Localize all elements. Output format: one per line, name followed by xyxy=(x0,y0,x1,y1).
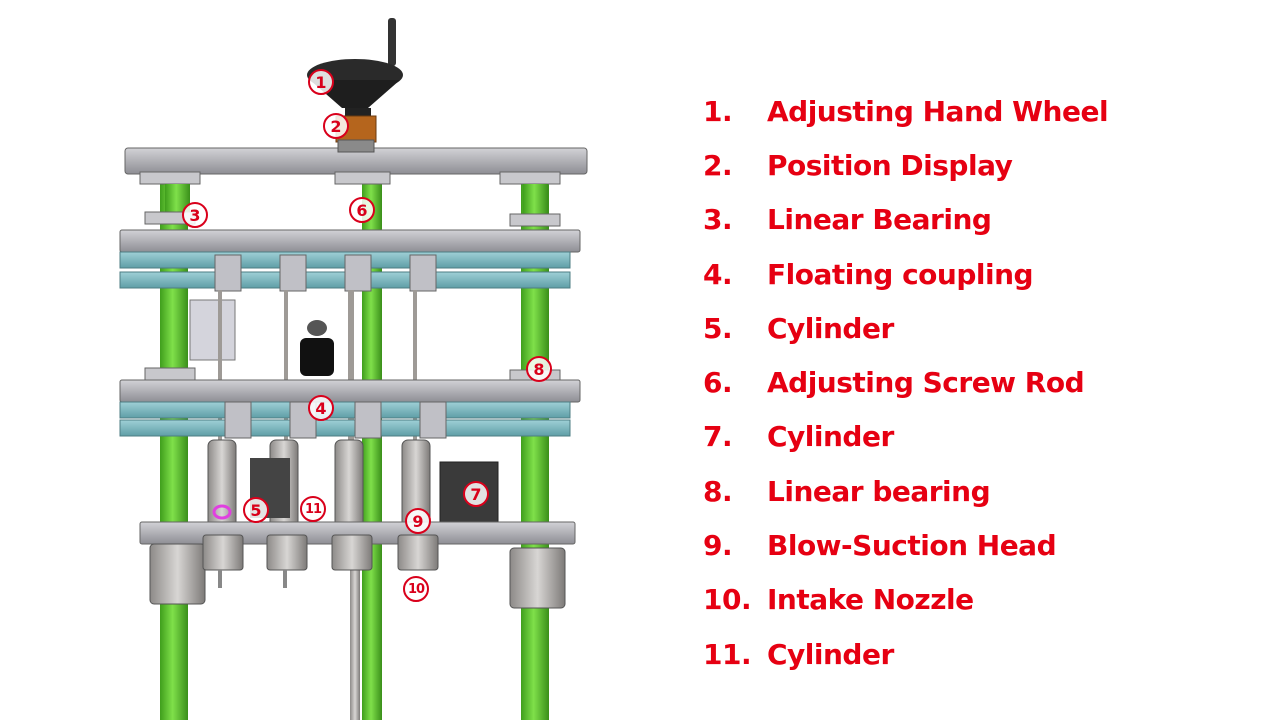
callout-8: 8 xyxy=(526,356,552,382)
legend-item: 2. Position Display xyxy=(703,138,1108,192)
legend-number: 9. xyxy=(703,529,733,563)
callout-11: 11 xyxy=(300,496,326,522)
legend-item: 7. Cylinder xyxy=(703,410,1108,464)
legend-label: Linear Bearing xyxy=(767,203,992,237)
legend-number: 2. xyxy=(703,148,733,182)
legend-number: 1. xyxy=(703,94,733,128)
callout-1: 1 xyxy=(308,69,334,95)
legend-number: 10. xyxy=(703,583,752,617)
machine-drawing xyxy=(119,18,588,720)
legend-item: 1. Adjusting Hand Wheel xyxy=(703,84,1109,138)
callout-7: 7 xyxy=(463,481,489,507)
legend-label: Linear bearing xyxy=(767,474,991,508)
legend-label: Adjusting Screw Rod xyxy=(767,366,1085,400)
legend-item: 6. Adjusting Screw Rod xyxy=(703,355,1108,409)
callout-9: 9 xyxy=(405,508,431,534)
callout-5: 5 xyxy=(243,497,269,523)
legend-item: 10. Intake Nozzle xyxy=(703,573,1108,627)
legend-number: 4. xyxy=(703,257,733,291)
legend-number: 7. xyxy=(703,420,733,454)
legend-number: 6. xyxy=(703,366,733,400)
callout-4: 4 xyxy=(308,395,334,421)
legend-label: Blow-Suction Head xyxy=(767,529,1057,563)
parts-legend: 1. Adjusting Hand Wheel 2. Position Displa… xyxy=(703,84,1109,681)
callout-6: 6 xyxy=(349,197,375,223)
legend-label: Cylinder xyxy=(767,311,894,345)
legend-label: Intake Nozzle xyxy=(767,583,974,617)
legend-item: 3. Linear Bearing xyxy=(703,193,1108,247)
callout-10: 10 xyxy=(403,576,429,602)
legend-number: 3. xyxy=(703,203,733,237)
legend-number: 8. xyxy=(703,474,733,508)
legend-item: 9. Blow-Suction Head xyxy=(703,518,1108,572)
legend-item: 5. Cylinder xyxy=(703,301,1108,355)
legend-item: 11. Cylinder xyxy=(703,627,1108,681)
legend-label: Cylinder xyxy=(767,637,894,671)
legend-number: 11. xyxy=(703,637,752,671)
legend-label: Floating coupling xyxy=(767,257,1034,291)
legend-label: Adjusting Hand Wheel xyxy=(767,94,1109,128)
legend-label: Position Display xyxy=(767,148,1013,182)
legend-item: 8. Linear bearing xyxy=(703,464,1108,518)
callout-3: 3 xyxy=(182,202,208,228)
legend-item: 4. Floating coupling xyxy=(703,247,1108,301)
legend-number: 5. xyxy=(703,311,733,345)
callout-2: 2 xyxy=(323,113,349,139)
machine-diagram: 1 2 3 6 8 4 5 11 7 9 10 xyxy=(119,18,588,720)
legend-label: Cylinder xyxy=(767,420,894,454)
